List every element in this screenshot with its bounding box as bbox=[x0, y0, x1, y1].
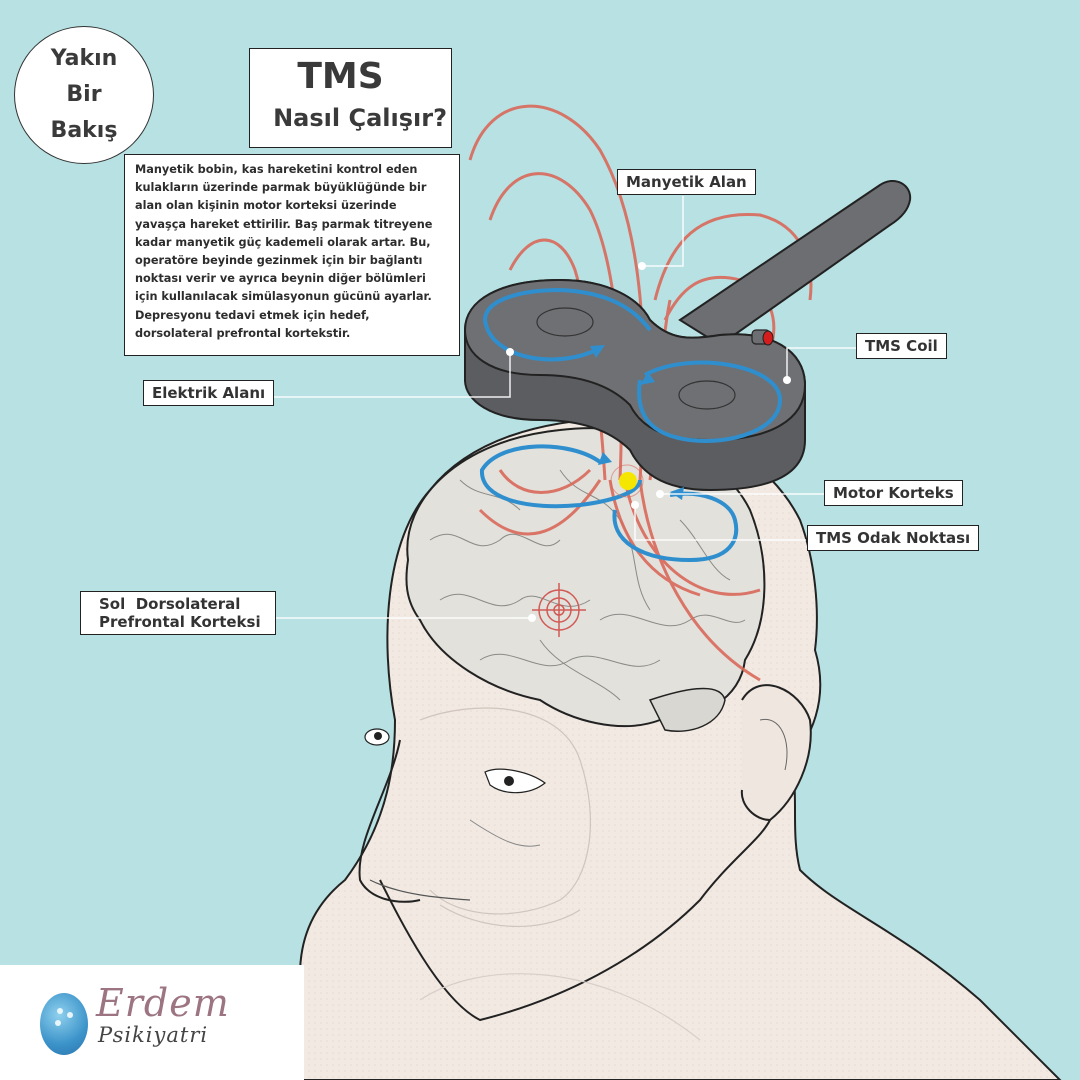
leader-lines bbox=[270, 196, 857, 619]
label-tms-coil: TMS Coil bbox=[856, 333, 947, 359]
title-sub: Nasıl Çalışır? bbox=[273, 104, 447, 132]
ear bbox=[740, 684, 812, 822]
label-electric-field: Elektrik Alanı bbox=[143, 380, 275, 406]
label-dlpfc-line-1: Sol Dorsolateral bbox=[99, 595, 241, 613]
eye-right bbox=[484, 768, 546, 794]
label-focal-point: TMS Odak Noktası bbox=[807, 525, 980, 551]
logo-subtitle: Psikiyatri bbox=[98, 1023, 209, 1047]
eye-left bbox=[364, 728, 390, 746]
badge-line-2: Bir bbox=[66, 82, 102, 107]
coil-handle bbox=[678, 180, 912, 347]
electric-field-arrows bbox=[479, 287, 783, 563]
logo-panel: Erdem Psikiyatri bbox=[0, 965, 304, 1080]
badge-line-1: Yakın bbox=[50, 46, 118, 71]
coil-led-icon bbox=[751, 329, 774, 346]
label-magnetic-field: Manyetik Alan bbox=[617, 169, 756, 195]
label-dlpfc: Sol Dorsolateral Prefrontal Korteksi bbox=[80, 591, 276, 635]
tms-coil bbox=[463, 180, 912, 492]
focal-spark-icon bbox=[610, 464, 644, 498]
dlpfc-target-icon bbox=[532, 583, 586, 637]
title-box: TMS Nasıl Çalışır? bbox=[249, 48, 452, 148]
head-flower-icon bbox=[40, 993, 88, 1055]
badge-line-3: Bakış bbox=[50, 118, 118, 143]
title-main: TMS bbox=[297, 56, 384, 97]
label-motor-cortex: Motor Korteks bbox=[824, 480, 963, 506]
overview-badge: Yakın Bir Bakış bbox=[14, 26, 154, 164]
label-dlpfc-line-2: Prefrontal Korteksi bbox=[99, 613, 261, 631]
logo-name: Erdem bbox=[96, 981, 230, 1025]
description-box: Manyetik bobin, kas hareketini kontrol e… bbox=[124, 154, 460, 356]
